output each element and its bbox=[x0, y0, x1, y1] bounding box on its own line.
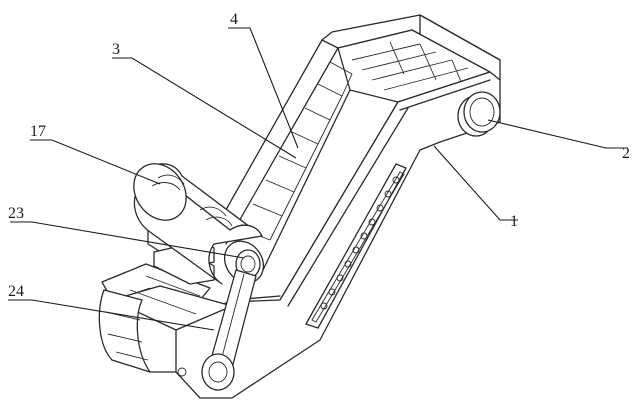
label-17: 17 bbox=[30, 123, 46, 140]
lower-trough bbox=[98, 263, 233, 373]
part-labels: 4 3 17 23 24 2 1 bbox=[8, 11, 630, 300]
top-roller bbox=[457, 91, 501, 137]
label-2: 2 bbox=[622, 145, 630, 162]
belt-drive bbox=[177, 269, 257, 391]
label-4: 4 bbox=[230, 11, 238, 28]
roller-assembly bbox=[133, 163, 265, 285]
label-3: 3 bbox=[112, 41, 120, 58]
adjust-slot bbox=[305, 163, 407, 329]
label-23: 23 bbox=[8, 205, 24, 222]
label-24: 24 bbox=[8, 283, 24, 300]
leader-lines bbox=[8, 27, 628, 331]
label-1: 1 bbox=[510, 213, 518, 230]
